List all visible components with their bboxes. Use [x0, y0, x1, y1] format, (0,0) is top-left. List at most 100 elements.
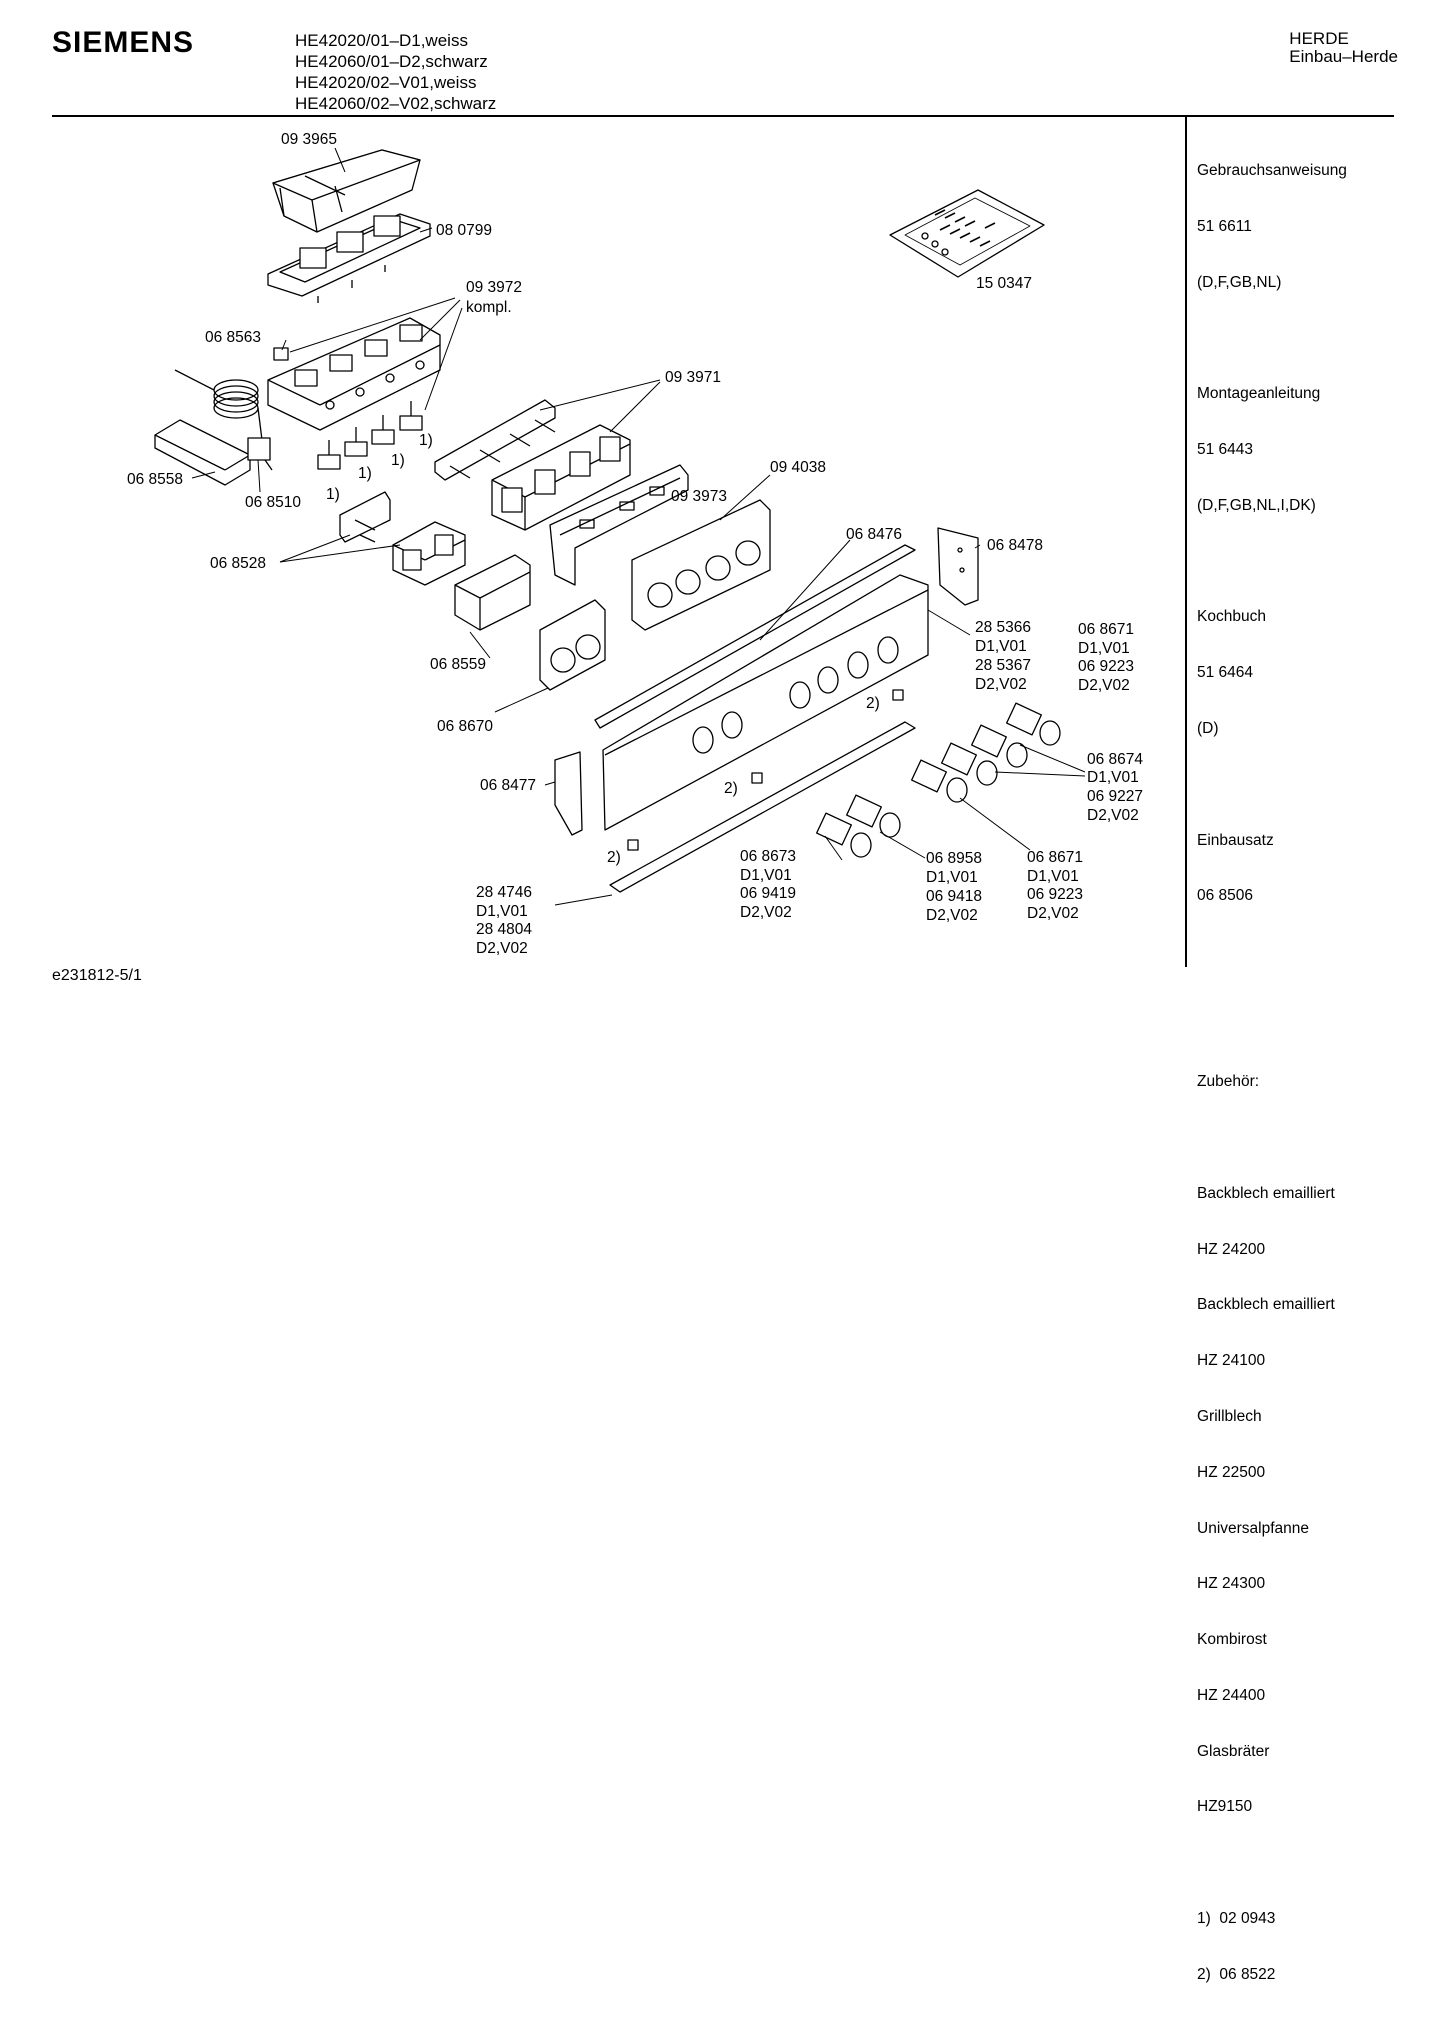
part-label: D1,V01	[476, 903, 528, 920]
part-label: 06 9418	[926, 888, 982, 905]
model-list: HE42020/01–D1,weiss HE42060/01–D2,schwar…	[295, 30, 496, 114]
category-line: HERDE	[1289, 29, 1349, 48]
part-label: D1,V01	[740, 867, 792, 884]
sidebar-group: Kochbuch 51 6464 (D)	[1197, 571, 1437, 776]
sidebar-line: Einbausatz	[1197, 831, 1274, 849]
part-label: 06 9419	[740, 885, 796, 902]
footnote-marker: 1)	[391, 452, 405, 469]
part-label: 06 9223	[1078, 658, 1134, 675]
frame-part	[267, 213, 431, 303]
sidebar-group: Gebrauchsanweisung 51 6611 (D,F,GB,NL)	[1197, 125, 1437, 330]
sidebar-line: 51 6464	[1197, 664, 1254, 682]
part-label: 09 3965	[281, 131, 337, 148]
sidebar-line: 06 8506	[1197, 887, 1254, 905]
part-label: 06 8563	[205, 329, 261, 346]
part-label: 06 8671	[1078, 621, 1134, 638]
sidebar-line: HZ 24200	[1197, 1240, 1266, 1258]
part-label: D1,V01	[975, 638, 1027, 655]
bracket-part	[549, 464, 689, 586]
part-label: D2,V02	[975, 676, 1027, 693]
part-label: 09 3971	[665, 369, 721, 386]
sidebar-line: Backblech emailliert	[1197, 1296, 1335, 1314]
knob-frame-part	[631, 499, 771, 631]
sidebar-line: HZ 24400	[1197, 1686, 1266, 1704]
sidebar-divider	[1185, 117, 1187, 967]
part-label: D1,V01	[1087, 769, 1139, 786]
sidebar-line: Kombirost	[1197, 1631, 1267, 1649]
sidebar-line: (D,F,GB,NL,I,DK)	[1197, 496, 1316, 514]
sidebar-group: Einbausatz 06 8506	[1197, 794, 1437, 1017]
control-knob-part	[971, 724, 1028, 768]
model-line: HE42020/02–V01,weiss	[295, 73, 477, 92]
part-label: 06 8670	[437, 718, 493, 735]
sidebar-documents: Gebrauchsanweisung 51 6611 (D,F,GB,NL) M…	[1197, 125, 1437, 2038]
control-knob-part	[911, 759, 968, 803]
exploded-parts-diagram: 09 3965 08 0799 09 3972 kompl. 06 8563 0…	[127, 131, 1143, 957]
sidebar-group: Zubehör:	[1197, 1036, 1437, 1129]
switch-housing-part	[491, 424, 631, 531]
part-label: 09 3973	[671, 488, 727, 505]
sidebar-line: (D)	[1197, 720, 1219, 737]
sidebar-line: Universalpfanne	[1197, 1519, 1310, 1537]
clip-part	[273, 347, 289, 361]
part-label: 09 3972	[466, 279, 522, 296]
sidebar-line: (D,F,GB,NL)	[1197, 273, 1282, 291]
footnote-marker: 1)	[326, 486, 340, 503]
micro-switch-part	[317, 401, 423, 470]
screw-packet-part	[889, 189, 1045, 278]
part-label: 06 8558	[127, 471, 183, 488]
part-label: D2,V02	[476, 940, 528, 957]
bracket-part	[454, 554, 531, 631]
sidebar-group: Montageanleitung 51 6443 (D,F,GB,NL,I,DK…	[1197, 348, 1437, 553]
part-label: 28 4746	[476, 884, 532, 901]
part-label: 06 8671	[1027, 849, 1083, 866]
sidebar-line: HZ 24300	[1197, 1575, 1266, 1593]
part-label: 06 8559	[430, 656, 486, 673]
footnote-marker: 1)	[358, 465, 372, 482]
part-label: 06 8528	[210, 555, 266, 572]
sidebar-line: 1) 02 0943	[1197, 1910, 1276, 1927]
sidebar-line: 2) 06 8522	[1197, 1965, 1276, 1983]
sidebar-line: HZ 22500	[1197, 1463, 1266, 1481]
sidebar-line: Zubehör:	[1197, 1073, 1260, 1091]
sidebar-line: Backblech emailliert	[1197, 1184, 1335, 1202]
part-label: 06 8673	[740, 848, 796, 865]
document-id: e231812-5/1	[52, 967, 142, 984]
control-knob-part	[1006, 702, 1061, 746]
control-knob-part	[941, 742, 998, 786]
part-label: 28 5366	[975, 619, 1031, 636]
control-panel-part	[594, 544, 929, 831]
control-knob-part	[816, 812, 872, 858]
sidebar-line: Kochbuch	[1197, 608, 1266, 626]
category-label: HERDE Einbau–Herde	[1289, 30, 1398, 66]
part-label: D2,V02	[1078, 677, 1130, 694]
footnote-marker: 2)	[866, 695, 880, 712]
part-label: 06 8476	[846, 526, 902, 543]
part-label: 28 5367	[975, 657, 1031, 674]
part-label: 06 8674	[1087, 751, 1143, 768]
part-label: D2,V02	[926, 907, 978, 924]
sidebar-line: HZ9150	[1197, 1798, 1253, 1816]
thermostat-bar-part	[154, 419, 273, 486]
sidebar-group-accessories: Backblech emailliert HZ 24200 Backblech …	[1197, 1148, 1437, 1855]
part-label: D2,V02	[1087, 807, 1139, 824]
switch-housing-part	[392, 521, 466, 586]
part-label: 06 8478	[987, 537, 1043, 554]
sidebar-group-footnotes: 1) 02 0943 2) 06 8522	[1197, 1873, 1437, 2022]
sidebar-line: 51 6611	[1197, 217, 1252, 235]
footnote-marker: 2)	[724, 780, 738, 797]
tray-part	[272, 149, 421, 233]
side-bracket-part	[554, 751, 583, 836]
sidebar-line: Gebrauchsanweisung	[1197, 162, 1347, 180]
footnote-marker: 1)	[419, 432, 433, 449]
part-label: 15 0347	[976, 275, 1032, 292]
part-label: 09 4038	[770, 459, 826, 476]
footnote-marker: 2)	[607, 849, 621, 866]
trim-strip-part	[609, 721, 916, 893]
part-label: D1,V01	[1078, 640, 1130, 657]
bracket-part	[339, 491, 391, 543]
clip-part	[627, 689, 904, 851]
sidebar-line: 51 6443	[1197, 441, 1254, 459]
part-label: 28 4804	[476, 921, 532, 938]
part-label: 06 8477	[480, 777, 536, 794]
